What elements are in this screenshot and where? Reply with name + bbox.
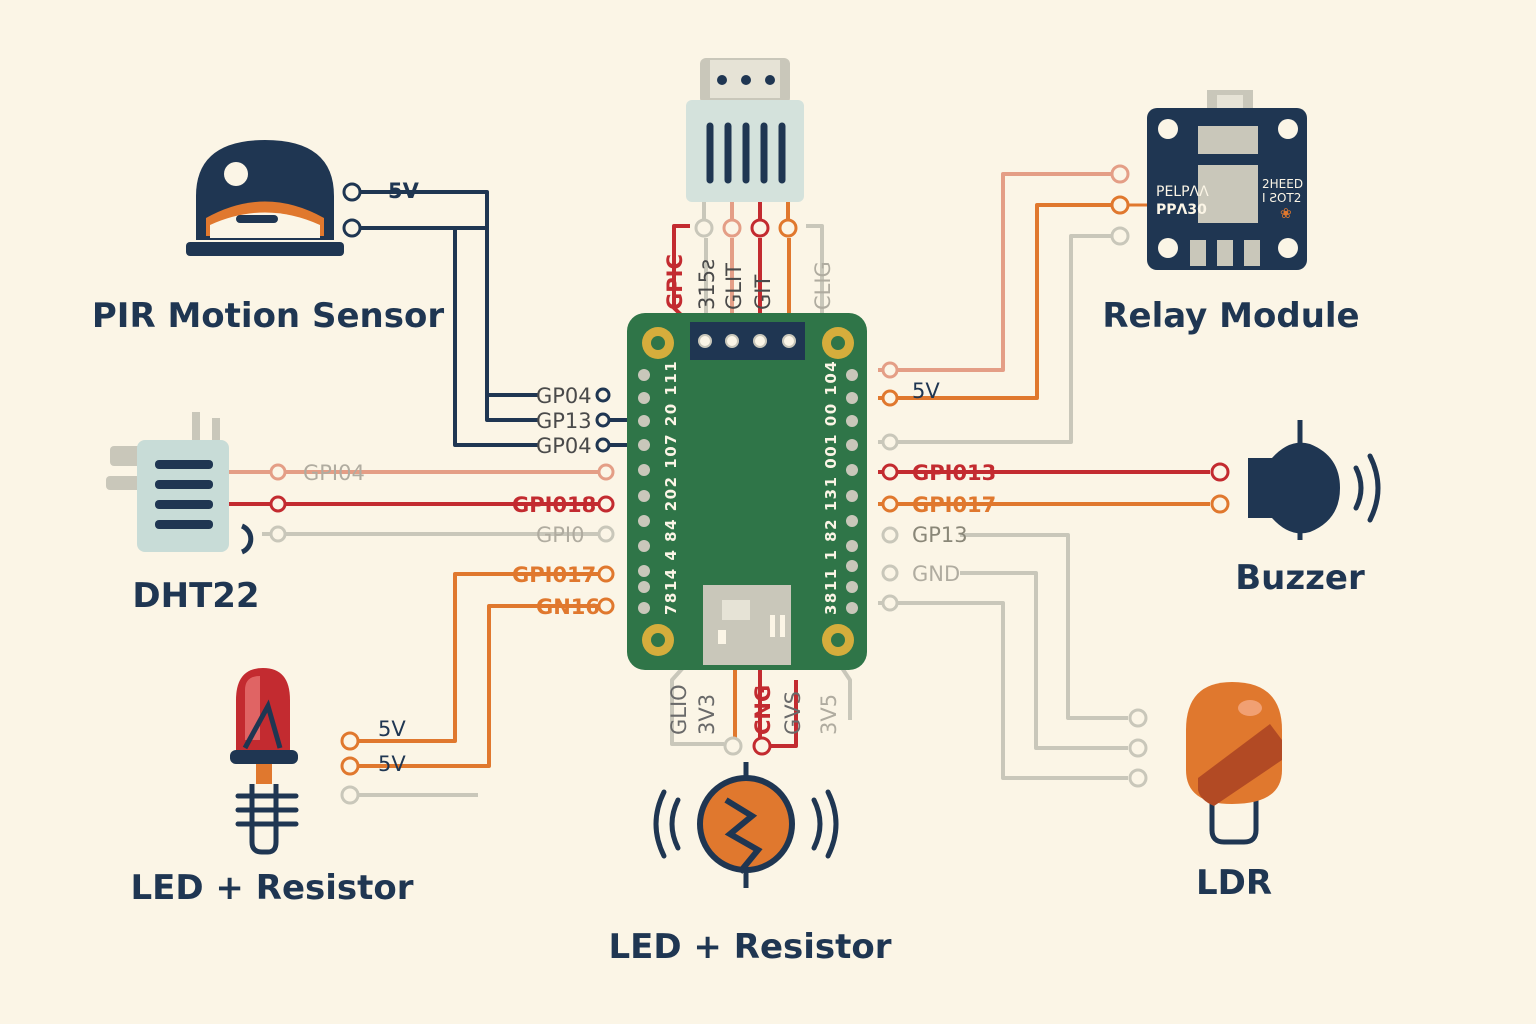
wire-pir-gnd — [453, 230, 538, 447]
relay-chip-label-1: PELPΛΛ — [1156, 184, 1209, 200]
label-5v-right: 5V — [912, 379, 940, 403]
ldr-title: LDR — [1196, 863, 1272, 903]
relay-module: PELPΛΛ PPΛ30 2HEED I ƧOT2 ❀ Relay Module — [1102, 90, 1360, 336]
speaker-icon — [1248, 442, 1340, 534]
board-right-digits: 3811 1 82 131 001 00 104 — [822, 360, 840, 615]
buzzer: Buzzer — [1210, 420, 1381, 598]
relay-title: Relay Module — [1102, 296, 1359, 336]
label-gp13-right: GP13 — [912, 523, 968, 547]
pir-sensor: 5V PIR Motion Sensor — [92, 140, 444, 336]
wire-ldr-1 — [960, 533, 1128, 720]
label-gnd: GND — [912, 562, 960, 586]
relay-chip-label-2: PPΛ30 — [1156, 202, 1207, 218]
board-left-digits: 7814 4 84 202 107 20 111 — [662, 360, 680, 615]
label-top-315s: 315ƨ — [695, 259, 719, 310]
relay-chip-label-3: 2HEED — [1262, 177, 1303, 191]
label-bottom-gvs: GVS — [781, 691, 805, 735]
label-gpi018: GPI018 — [512, 493, 596, 517]
label-gpi013: GPI013 — [912, 461, 996, 485]
led-bottom: LED + Resistor — [608, 762, 892, 967]
led-left: 5V 5V LED + Resistor — [130, 668, 414, 908]
wire-pir-out — [356, 226, 538, 422]
wire-bottom-4 — [770, 680, 798, 748]
top-sensor-module — [686, 58, 804, 238]
wire-relay-3 — [878, 234, 1118, 444]
right-pin-column — [846, 369, 858, 614]
label-gpi0: GPI0 — [536, 523, 585, 547]
label-top-clig: CLIG — [811, 261, 835, 310]
label-top-gpic: GPIC — [663, 254, 687, 310]
dht22-title: DHT22 — [132, 576, 259, 616]
relay-chip-label-4: I ƧOT2 — [1262, 191, 1301, 205]
wire-relay-1 — [878, 172, 1118, 372]
label-bottom-cng: CNG — [751, 685, 775, 735]
led-left-title: LED + Resistor — [130, 868, 413, 908]
wire-led-1 — [358, 572, 606, 743]
pin-labels: GP04 GP13 GP04 GPI04 GPI018 GPI0 GPI017 … — [269, 254, 996, 756]
pir-title: PIR Motion Sensor — [92, 296, 444, 336]
wire-pir-5v — [356, 190, 538, 397]
wire-ldr-3 — [878, 601, 1128, 780]
microcontroller-board: 7814 4 84 202 107 20 111 3811 1 82 131 0… — [627, 313, 867, 670]
label-gn16: GN16 — [536, 595, 600, 619]
led-left-5v-1: 5V — [378, 717, 406, 741]
label-bottom-3v3: 3V3 — [695, 694, 719, 735]
wire-relay-2 — [878, 203, 1118, 400]
label-gp13: GP13 — [536, 409, 592, 433]
led-bottom-title: LED + Resistor — [608, 927, 891, 967]
label-gpi017-right: GPI017 — [912, 493, 996, 517]
relay-logo-icon: ❀ — [1280, 206, 1292, 222]
wire-led-2 — [358, 604, 606, 768]
label-gpi04: GPI04 — [303, 461, 365, 485]
label-top-git: GIT — [751, 275, 775, 310]
dht22-sensor: DHT22 — [106, 412, 260, 616]
left-pin-column — [638, 369, 650, 614]
led-left-5v-2: 5V — [378, 752, 406, 776]
ldr-sensor: LDR — [1128, 682, 1282, 903]
board-body — [627, 313, 867, 670]
buzzer-title: Buzzer — [1235, 558, 1365, 598]
pir-5v-label: 5V — [388, 179, 420, 203]
label-top-glit: GLIT — [722, 263, 746, 310]
label-bottom-glio: GLIO — [667, 684, 691, 735]
label-gp04-b: GP04 — [536, 434, 592, 458]
label-gp04-a: GP04 — [536, 384, 592, 408]
wire-ldr-2 — [960, 571, 1128, 750]
label-bottom-3v5: 3V5 — [817, 694, 841, 735]
label-gpi017-left: GPI017 — [512, 563, 596, 587]
usb-connector — [703, 585, 791, 665]
